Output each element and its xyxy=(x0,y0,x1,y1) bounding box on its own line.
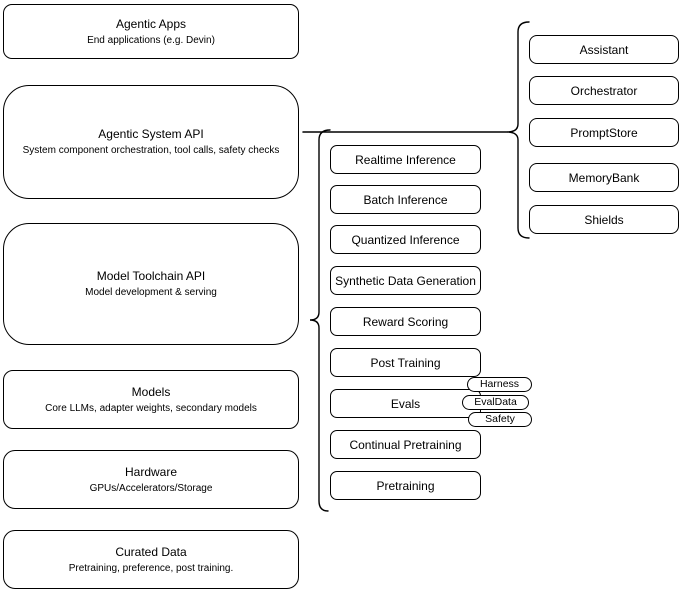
toolchain-item-batch-inference: Batch Inference xyxy=(330,185,481,214)
box-subtitle: GPUs/Accelerators/Storage xyxy=(89,482,213,494)
box-curated-data: Curated Data Pretraining, preference, po… xyxy=(3,530,299,589)
box-title: Model Toolchain API xyxy=(96,269,206,283)
toolchain-item-pretraining: Pretraining xyxy=(330,471,481,500)
box-title: Models xyxy=(131,384,171,399)
box-subtitle: Pretraining, preference, post training. xyxy=(68,562,234,574)
box-subtitle: System component orchestration, tool cal… xyxy=(22,145,280,156)
box-title: Agentic System API xyxy=(98,127,204,141)
box-hardware: Hardware GPUs/Accelerators/Storage xyxy=(3,450,299,509)
toolchain-item-realtime-inference: Realtime Inference xyxy=(330,145,481,174)
component-shields: Shields xyxy=(529,205,679,234)
box-title: Hardware xyxy=(124,464,178,479)
pill-harness: Harness xyxy=(467,377,532,392)
toolchain-brace xyxy=(309,129,331,512)
pill-evaldata: EvalData xyxy=(462,395,529,410)
toolchain-item-quantized-inference: Quantized Inference xyxy=(330,225,481,254)
box-models: Models Core LLMs, adapter weights, secon… xyxy=(3,370,299,429)
components-brace xyxy=(506,21,530,239)
component-orchestrator: Orchestrator xyxy=(529,76,679,105)
component-assistant: Assistant xyxy=(529,35,679,64)
component-promptstore: PromptStore xyxy=(529,118,679,147)
box-subtitle: Core LLMs, adapter weights, secondary mo… xyxy=(45,402,257,414)
box-model-toolchain-api: Model Toolchain API Model development & … xyxy=(3,223,299,345)
pill-safety: Safety xyxy=(468,412,532,427)
box-agentic-apps: Agentic Apps End applications (e.g. Devi… xyxy=(3,4,299,59)
toolchain-item-evals: Evals xyxy=(330,389,481,418)
component-memorybank: MemoryBank xyxy=(529,163,679,192)
box-subtitle: Model development & serving xyxy=(85,287,217,298)
box-title: Curated Data xyxy=(115,544,187,559)
box-title: Agentic Apps xyxy=(115,16,187,31)
toolchain-item-reward-scoring: Reward Scoring xyxy=(330,307,481,336)
box-agentic-system-api: Agentic System API System component orch… xyxy=(3,85,299,199)
toolchain-item-synthetic-data-generation: Synthetic Data Generation xyxy=(330,266,481,295)
box-subtitle: End applications (e.g. Devin) xyxy=(87,34,215,46)
toolchain-item-continual-pretraining: Continual Pretraining xyxy=(330,430,481,459)
toolchain-item-post-training: Post Training xyxy=(330,348,481,377)
